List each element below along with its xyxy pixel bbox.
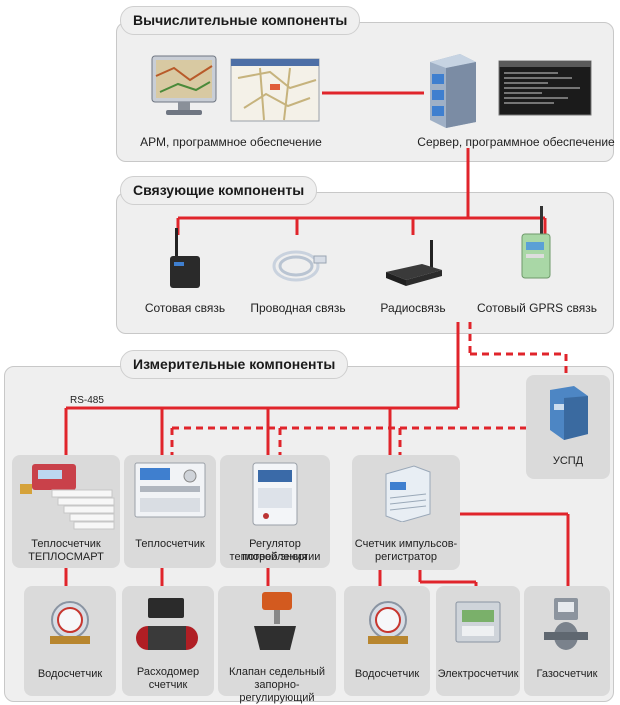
server-icon [424, 52, 480, 133]
regulator-icon [252, 462, 298, 531]
radio-label: Радиосвязь [380, 301, 446, 315]
pulse-counter-label-2: регистратор [374, 551, 438, 563]
arm-label: АРМ, программное обеспечение [140, 135, 322, 149]
teplosmart-label-2: ТЕПЛОСМАРТ [28, 551, 104, 563]
arm-monitor-icon [150, 54, 226, 125]
regulator-label-1: Регулятор потребления [242, 538, 308, 563]
regulator-label-2: тепловой энергии [229, 551, 321, 563]
server-label: Сервер, программное обеспечение [417, 135, 615, 149]
teplosmart-heat-meter-icon [18, 462, 118, 537]
valve-label-2: запорно-регулирующий [239, 679, 315, 704]
gprs-label: Сотовый GPRS связь [477, 301, 597, 315]
radio-router-icon [384, 240, 444, 295]
electric-meter-icon [454, 598, 502, 651]
cellular-modem-icon [166, 228, 204, 295]
software-map-screenshot-icon [230, 58, 320, 129]
linking-section-title: Связующие компоненты [120, 176, 318, 205]
flowmeter-label-2: счетчик [148, 679, 188, 691]
computing-section-title: Вычислительные компоненты [120, 6, 361, 35]
network-cable-icon [270, 242, 330, 293]
pulse-counter-icon [384, 464, 432, 527]
gas-meter-label: Газосчетчик [536, 668, 598, 680]
valve-label-1: Клапан седельный [229, 666, 325, 678]
server-console-screenshot-icon [498, 60, 592, 121]
electric-meter-label: Электросчетчик [437, 668, 519, 680]
flowmeter-icon [134, 594, 204, 665]
uspd-label: УСПД [552, 455, 584, 467]
heat-meter-label: Теплосчетчик [135, 538, 205, 550]
valve-icon [250, 590, 300, 661]
wired-label: Проводная связь [250, 301, 346, 315]
cellular-label: Сотовая связь [144, 301, 226, 315]
pulse-counter-label-1: Счетчик импульсов- [354, 538, 458, 550]
heat-meter-icon [134, 462, 206, 523]
flowmeter-label-1: Расходомер [136, 666, 200, 678]
water-meter-icon [364, 596, 412, 657]
water-meter-2-label: Водосчетчик [354, 668, 420, 680]
rs485-bus-label: RS-485 [70, 395, 104, 406]
uspd-device-icon [544, 384, 592, 449]
gas-meter-icon [544, 596, 594, 663]
water-meter-icon [46, 596, 94, 657]
measuring-section-title: Измерительные компоненты [120, 350, 349, 379]
gprs-modem-icon [518, 206, 554, 287]
teplosmart-label-1: Теплосчетчик [31, 538, 101, 550]
water-meter-1-label: Водосчетчик [37, 668, 103, 680]
